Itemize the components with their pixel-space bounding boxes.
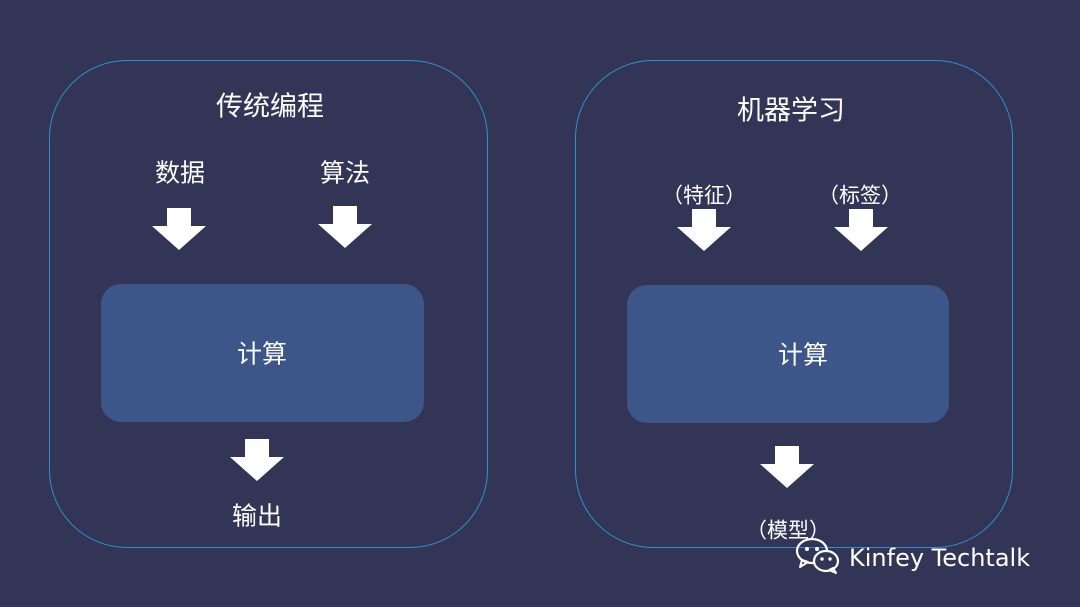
machine-learning-panel — [575, 60, 1013, 548]
algorithm-label: 算法 — [319, 158, 371, 188]
watermark-text: Kinfey Techtalk — [849, 544, 1031, 572]
output-label: 输出 — [231, 501, 283, 531]
machine-learning-title: 机器学习 — [737, 95, 845, 127]
labels-label: （标签） — [818, 183, 902, 208]
traditional-programming-panel — [49, 60, 488, 548]
data-label: 数据 — [154, 158, 206, 188]
down-arrow-icon — [834, 209, 888, 251]
wechat-icon — [795, 537, 841, 579]
down-arrow-icon — [152, 208, 206, 250]
down-arrow-icon — [760, 446, 814, 488]
compute-label: 计算 — [236, 339, 288, 369]
compute-label: 计算 — [777, 340, 829, 370]
traditional-programming-title: 传统编程 — [216, 91, 324, 123]
features-label: （特征） — [662, 183, 746, 208]
down-arrow-icon — [230, 439, 284, 481]
compute-box — [627, 285, 949, 423]
down-arrow-icon — [318, 206, 372, 248]
model-label: （模型） — [746, 518, 830, 543]
compute-box — [101, 284, 424, 422]
watermark: Kinfey Techtalk — [795, 537, 1030, 579]
down-arrow-icon — [677, 209, 731, 251]
